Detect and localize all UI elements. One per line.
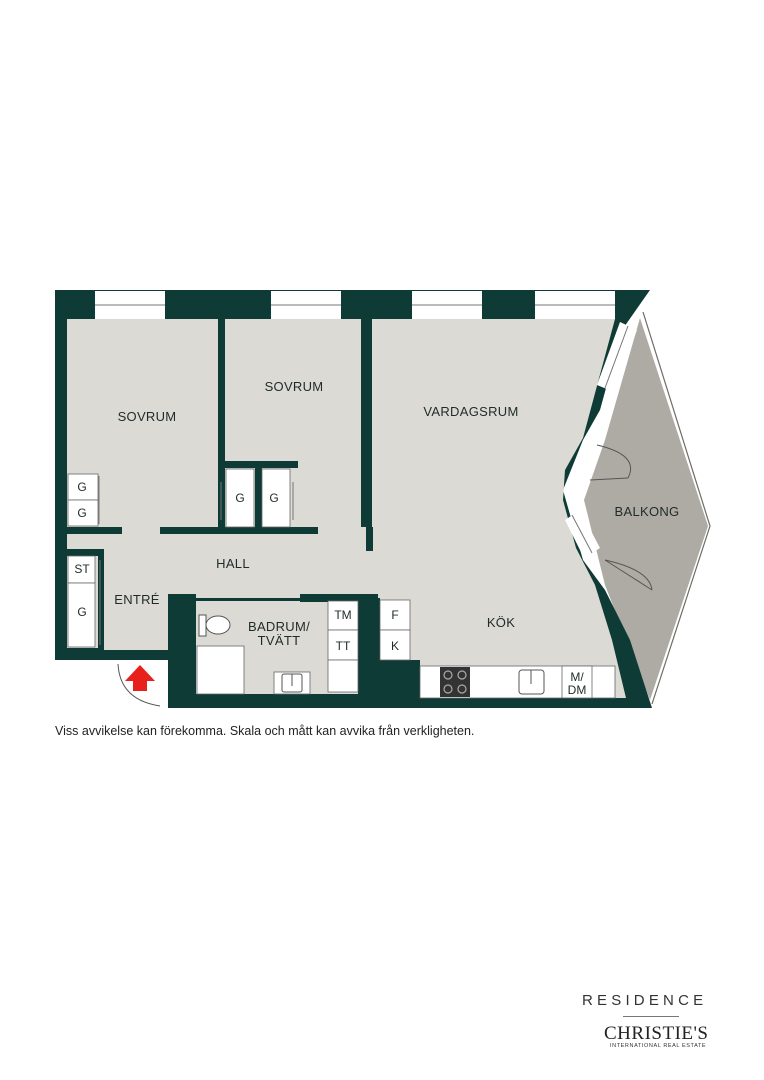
fixture-label: DM — [568, 683, 587, 697]
sink-icon — [518, 669, 545, 695]
fixture-label: TT — [336, 639, 351, 653]
brand-divider — [623, 1016, 679, 1017]
interior-walls — [67, 319, 420, 706]
bathroom-sink-icon — [281, 673, 303, 693]
stove-icon — [440, 667, 470, 697]
fixture-label: G — [77, 506, 86, 520]
fixture-label: TM — [334, 608, 351, 622]
fixture-label: ST — [74, 562, 90, 576]
room-label-sovrum-2: SOVRUM — [265, 379, 324, 394]
brand-residence: RESIDENCE — [582, 992, 708, 1009]
closets — [67, 468, 616, 699]
balcony-area — [584, 318, 708, 700]
closet-door-lines — [98, 476, 294, 645]
disclaimer-text: Viss avvikelse kan förekomma. Skala och … — [55, 724, 475, 738]
fixture-label: G — [77, 605, 86, 619]
room-label-sovrum-1: SOVRUM — [118, 409, 177, 424]
room-label-badrum: BADRUM/ — [248, 619, 310, 634]
room-label-vardagsrum: VARDAGSRUM — [423, 404, 518, 419]
brand-christies-logo: CHRISTIE'S — [604, 1023, 709, 1044]
room-label-balkong: BALKONG — [615, 504, 680, 519]
entrance-door — [117, 663, 161, 707]
brand-tagline: INTERNATIONAL REAL ESTATE — [610, 1043, 707, 1049]
fixture-label: M/ — [570, 670, 584, 684]
room-label-hall: HALL — [216, 556, 250, 571]
room-label-kok: KÖK — [487, 615, 515, 630]
fixture-label: G — [77, 480, 86, 494]
windows — [95, 291, 637, 558]
room-label-tvatt: TVÄTT — [258, 633, 301, 648]
fixture-label: F — [391, 608, 398, 622]
fixture-label: G — [269, 491, 278, 505]
fixture-label: G — [235, 491, 244, 505]
interior-floor — [67, 319, 626, 698]
toilet-icon — [198, 614, 231, 637]
balcony-rail — [642, 311, 711, 705]
room-label-entre: ENTRÉ — [114, 592, 160, 607]
balcony-doors — [589, 444, 653, 591]
fixture-label: K — [391, 639, 399, 653]
entrance-arrow-icon — [125, 665, 155, 691]
